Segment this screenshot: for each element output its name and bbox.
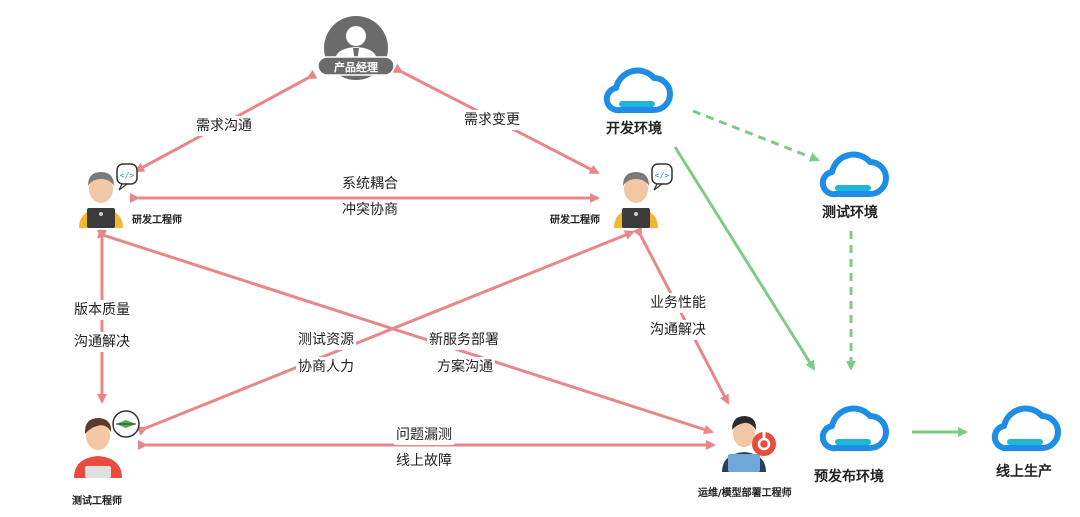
edge-dev-right-ops [632,226,730,405]
product-manager-icon [317,16,395,80]
dev-right-label: 研发工程师 [550,215,600,226]
svg-text:</>: </> [655,171,670,180]
prod-env-label: 线上生产 [996,464,1052,480]
dev-env-label: 开发环境 [606,121,662,137]
edge-label-pm-dev-right: 需求变更 [462,110,522,130]
edge-label-dev-left-tester-1: 版本质量 [72,300,132,320]
edge-label-dev-right-ops-1: 业务性能 [648,293,708,313]
env-edge-dev-pre [673,146,816,371]
edge-label-tester-ops-1: 问题漏测 [394,425,454,445]
env-edge-dev-test [692,109,820,162]
test-env-cloud-icon [819,151,889,198]
edge-label-dev-dev-2: 冲突协商 [340,200,400,220]
edge-label-tester-ops-2: 线上故障 [394,451,454,471]
edge-dev-left-ops [96,228,714,435]
tester-label: 测试工程师 [72,496,122,507]
dev-right-icon: </> [614,163,673,228]
ops-label: 运维/模型部署工程师 [698,488,792,499]
edge-label-dev-left-ops-1: 新服务部署 [427,330,501,350]
product-manager-label: 产品经理 [334,61,378,74]
edge-label-dev-dev-1: 系统耦合 [340,174,400,194]
edge-label-tester-dev-right-2: 协商人力 [296,357,356,377]
svg-text:</>: </> [120,171,135,180]
test-env-label: 测试环境 [822,205,878,221]
ops-icon [722,416,776,472]
edge-label-tester-dev-right-1: 测试资源 [296,330,356,350]
dev-left-icon: </> [79,163,138,228]
dev-left-label: 研发工程师 [132,215,182,226]
edge-tester-dev-right [136,230,635,436]
edge-label-dev-right-ops-2: 沟通解决 [648,320,708,340]
tester-icon [74,410,140,478]
prod-env-cloud-icon [991,405,1061,452]
pre-env-label: 预发布环境 [814,469,884,485]
edge-label-pm-dev-left: 需求沟通 [194,116,254,136]
edge-label-dev-left-ops-2: 方案沟通 [435,357,495,377]
dev-env-cloud-icon [603,67,673,114]
edge-label-dev-left-tester-2: 沟通解决 [72,332,132,352]
pre-env-cloud-icon [819,405,889,452]
